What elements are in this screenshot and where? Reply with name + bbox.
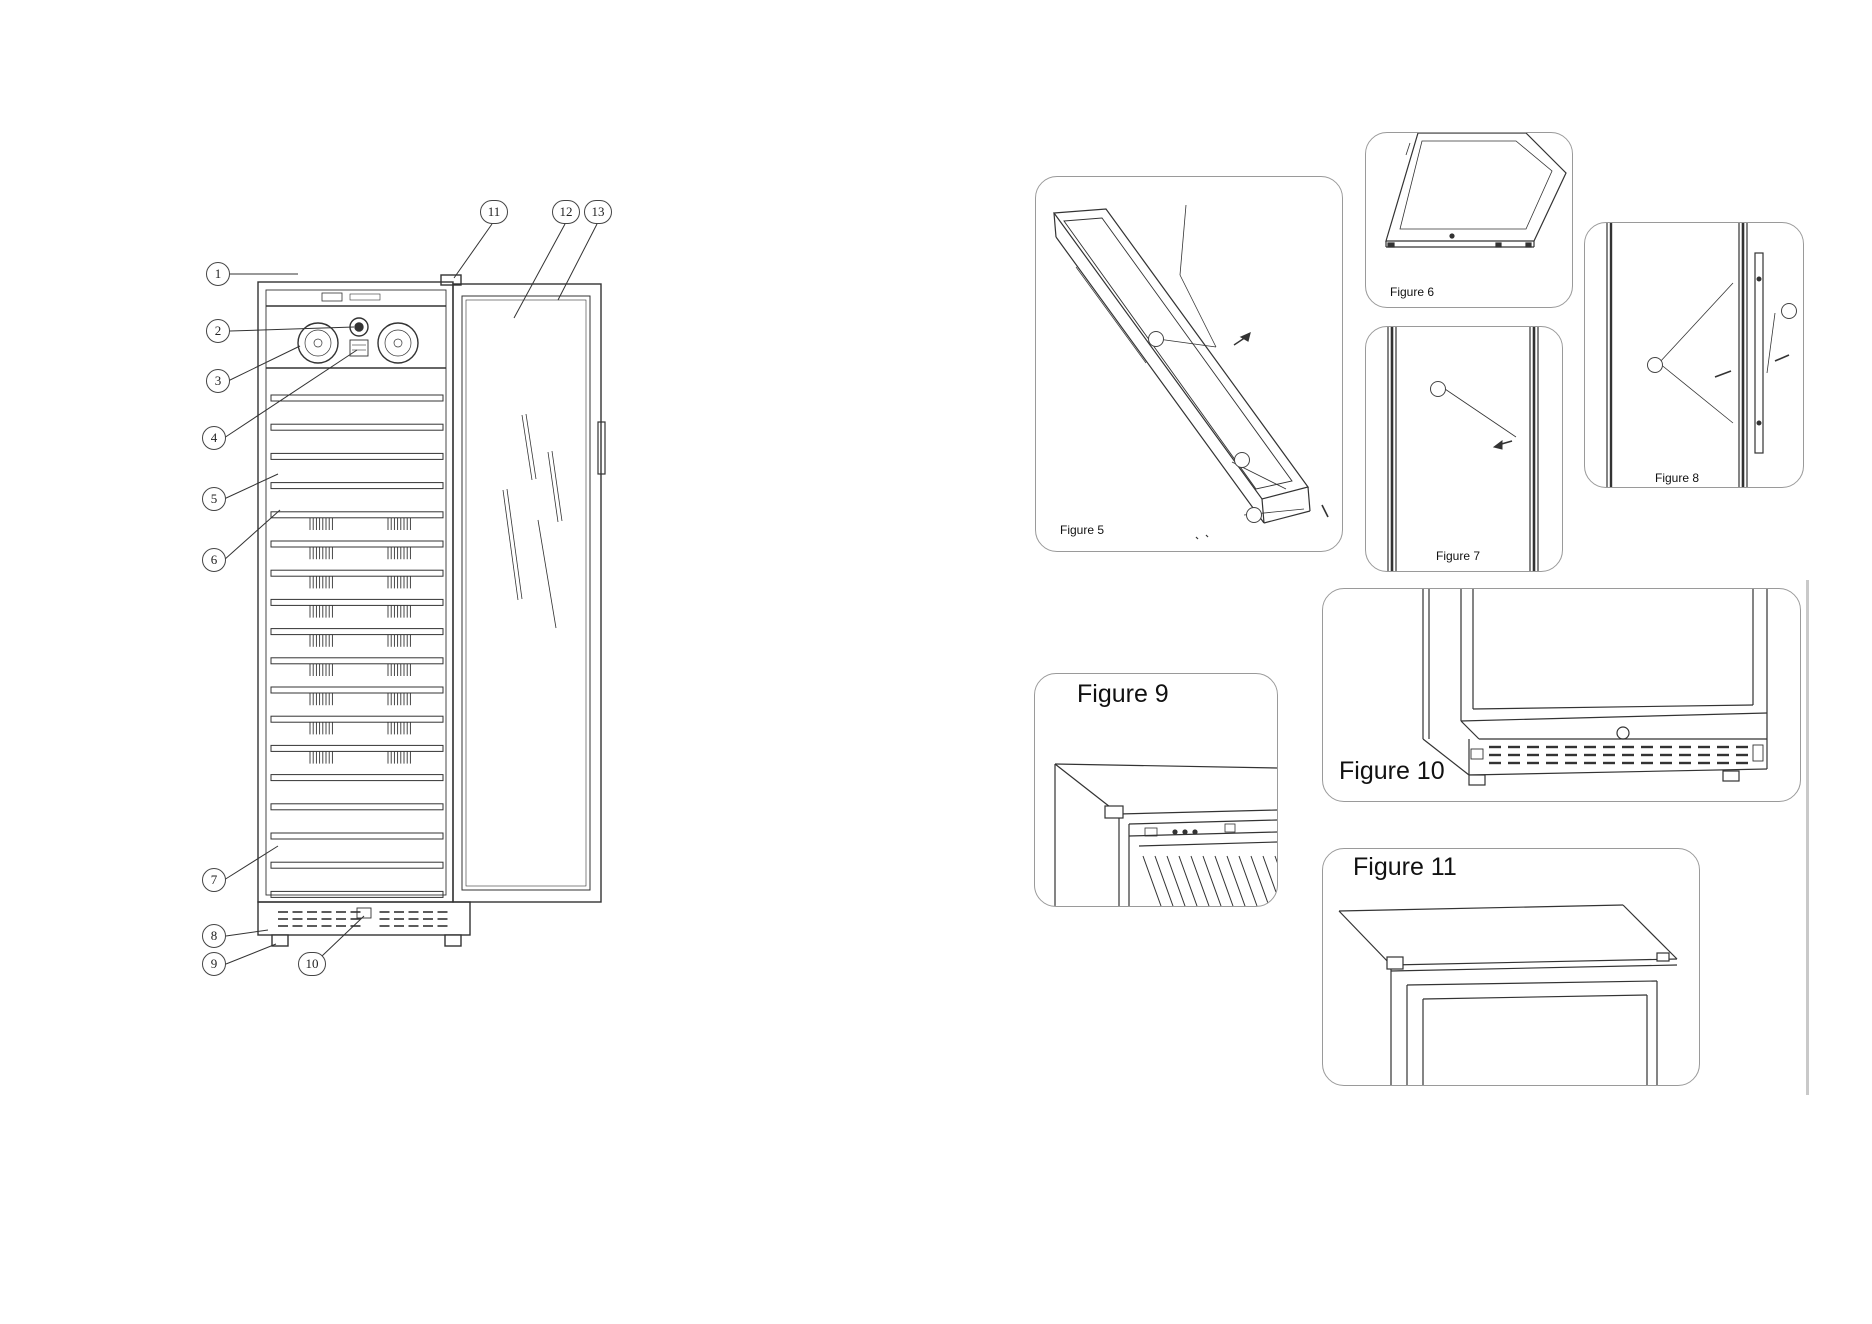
shelf (271, 716, 443, 722)
callout-2: 2 (206, 319, 230, 343)
door-corner-drawing (1366, 133, 1572, 307)
fig8-callout-a (1647, 357, 1663, 373)
figure-8-panel: Figure 8 (1584, 222, 1804, 488)
figure-8-label: Figure 8 (1655, 471, 1699, 485)
shelf (271, 453, 443, 459)
shelf (271, 862, 443, 868)
shelf (271, 541, 443, 547)
fan-right (378, 323, 418, 363)
callout-6: 6 (202, 548, 226, 572)
figure-6-panel: Figure 6 (1365, 132, 1573, 308)
shelf (271, 629, 443, 635)
shelf (271, 833, 443, 839)
fig8-callout-b (1781, 303, 1797, 319)
figure-10-label: Figure 10 (1339, 757, 1445, 786)
shelf (271, 658, 443, 664)
hinge-mount-drawing (1585, 223, 1803, 487)
callout-11: 11 (480, 200, 508, 224)
shelf (271, 424, 443, 430)
shelf (271, 483, 443, 489)
callout-8: 8 (202, 924, 226, 948)
callout-1: 1 (206, 262, 230, 286)
figure-7-panel: Figure 7 (1365, 326, 1563, 572)
callout-4: 4 (202, 426, 226, 450)
hinge-side-drawing (1366, 327, 1562, 571)
shelf (271, 599, 443, 605)
figure-11-label: Figure 11 (1353, 853, 1457, 882)
top-hinge-assembly-drawing (1323, 849, 1699, 1085)
fig5-callout-c (1246, 507, 1262, 523)
page-edge-divider (1806, 580, 1809, 1095)
fig5-callout-b (1234, 452, 1250, 468)
callout-10: 10 (298, 952, 326, 976)
callout-3: 3 (206, 369, 230, 393)
shelf (271, 395, 443, 401)
shelf (271, 512, 443, 518)
figure-9-label: Figure 9 (1077, 680, 1169, 709)
cabinet-body (258, 282, 453, 902)
figure-5-label: Figure 5 (1060, 523, 1104, 537)
glass-door (453, 284, 601, 902)
leveling-foot-right (445, 935, 461, 946)
figure-7-label: Figure 7 (1436, 549, 1480, 563)
callout-13: 13 (584, 200, 612, 224)
fig7-callout (1430, 381, 1446, 397)
figure-5-panel: Figure 5 (1035, 176, 1343, 552)
door-frame-tilted-drawing (1036, 177, 1342, 551)
figure-11-panel: Figure 11 (1322, 848, 1700, 1086)
sensor (350, 340, 368, 356)
callout-9: 9 (202, 952, 226, 976)
shelf (271, 804, 443, 810)
shelf (271, 745, 443, 751)
figure-9-panel: Figure 9 (1034, 673, 1278, 907)
callout-5: 5 (202, 487, 226, 511)
figure-6-label: Figure 6 (1390, 285, 1434, 299)
callout-12: 12 (552, 200, 580, 224)
callout-7: 7 (202, 868, 226, 892)
fig5-callout-a (1148, 331, 1164, 347)
figure-10-panel: Figure 10 (1322, 588, 1801, 802)
shelf (271, 775, 443, 781)
shelf (271, 687, 443, 693)
shelf (271, 891, 443, 897)
shelf (271, 570, 443, 576)
